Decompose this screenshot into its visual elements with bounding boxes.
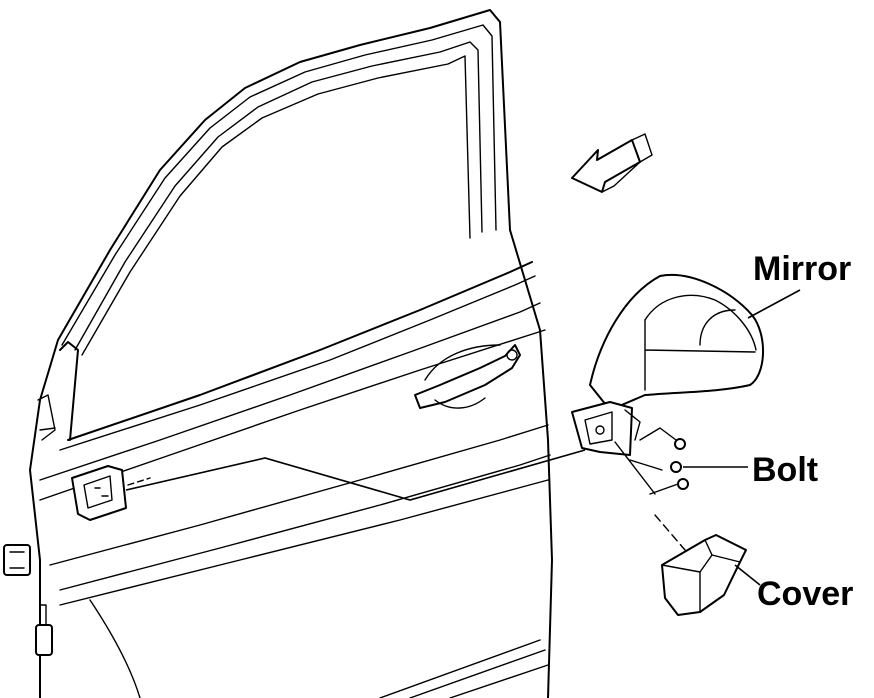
bolt-middle — [670, 461, 682, 473]
mirror-leader-line — [747, 289, 801, 319]
mirror-assembly — [571, 273, 764, 495]
bolt-lower — [677, 478, 689, 490]
cover-leader-line — [734, 564, 761, 586]
door-handle — [414, 344, 521, 409]
cover-label: Cover — [757, 575, 853, 613]
bolt-label: Bolt — [752, 451, 818, 489]
mirror-label: Mirror — [753, 250, 851, 288]
mirror-mount-pocket — [71, 465, 151, 521]
door-panel — [3, 9, 553, 698]
assembly-guide-line — [125, 449, 586, 501]
mirror-cover — [654, 514, 747, 616]
front-direction-arrow — [571, 133, 653, 193]
bolt-group — [629, 427, 689, 495]
bolt-upper — [674, 438, 686, 450]
